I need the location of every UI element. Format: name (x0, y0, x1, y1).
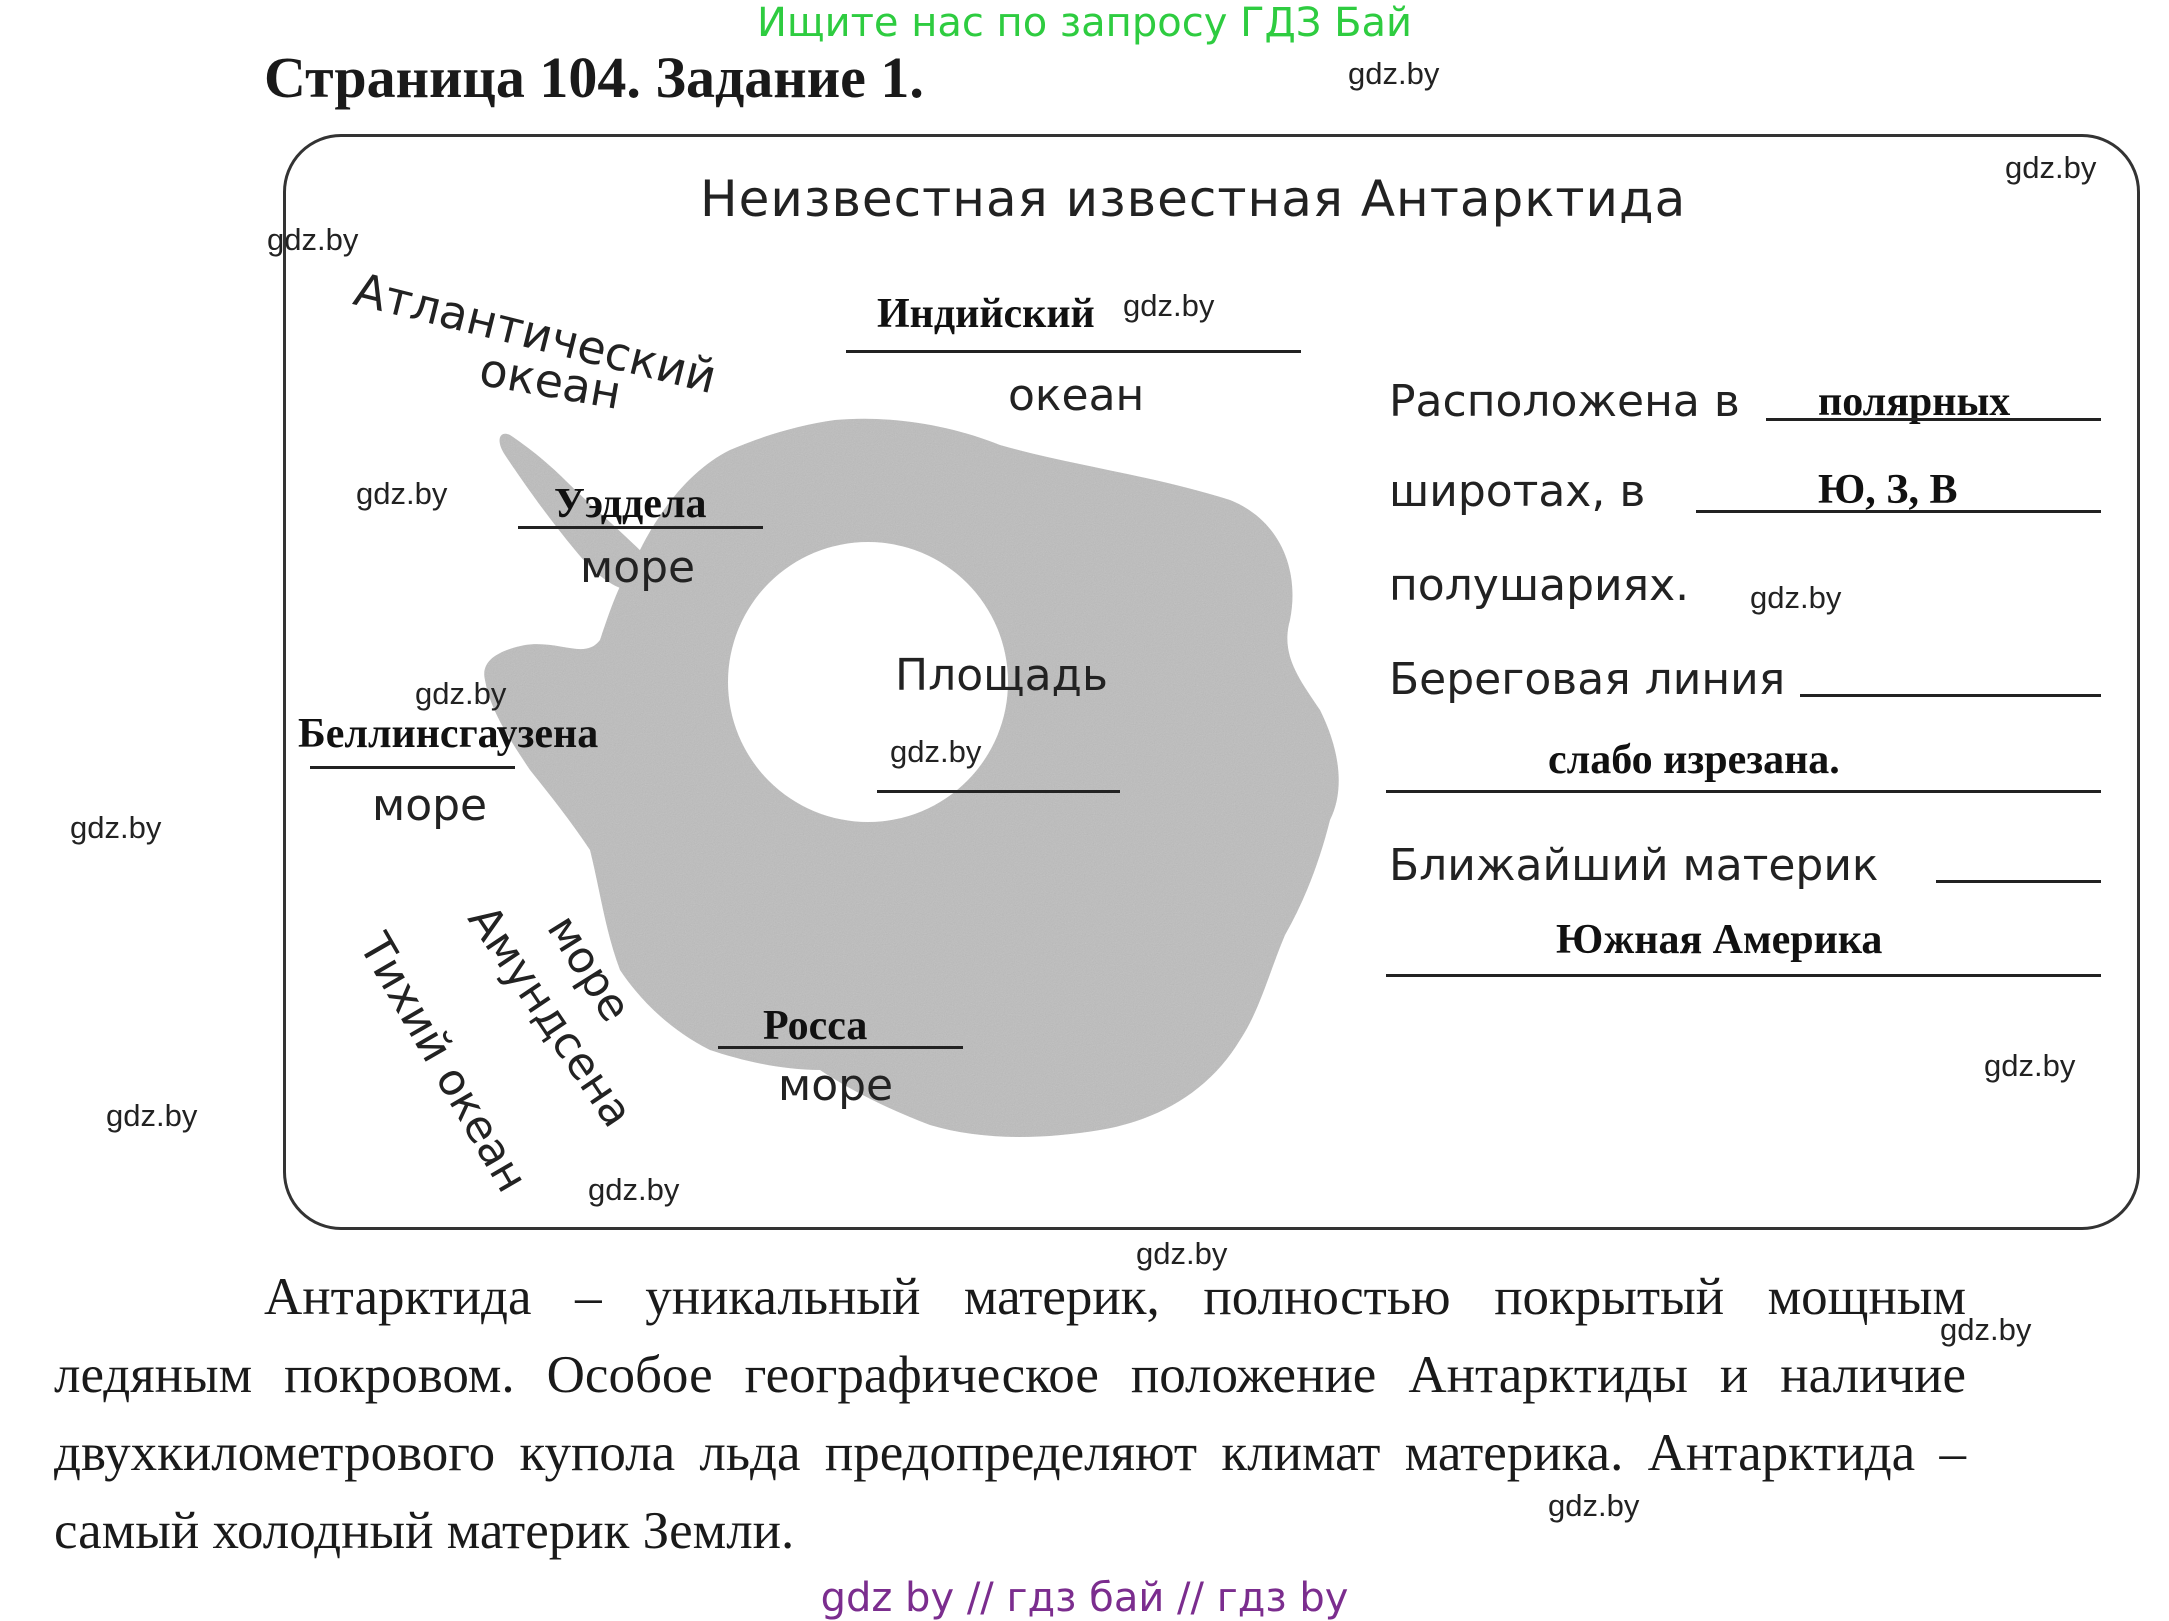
nearest-answer: Южная Америка (1556, 917, 1883, 963)
watermark: gdz.by (1940, 1312, 2032, 1347)
weddell-sea-answer: Уэддела (554, 481, 707, 527)
nearest-label: Ближайший материк (1389, 840, 1879, 891)
hemispheres-label: полушариях. (1389, 560, 1690, 611)
indian-ocean-word: океан (1008, 370, 1145, 421)
nearest-line-1 (1936, 880, 2101, 883)
bellingshausen-sea-word: море (372, 780, 488, 831)
ross-sea-word: море (778, 1060, 894, 1111)
latitudes-label: широтах, в (1389, 466, 1646, 517)
coast-line-2 (1386, 790, 2101, 793)
peninsula-shape (499, 433, 650, 591)
watermark: gdz.by (588, 1172, 680, 1207)
ross-sea-answer: Росса (763, 1003, 868, 1049)
weddell-sea-line (518, 526, 763, 529)
hemispheres-answer: Ю, З, В (1818, 467, 1958, 513)
hemispheres-line (1696, 510, 2101, 513)
coast-answer: слабо изрезана. (1548, 737, 1840, 783)
description-paragraph: Антарктида – уникальный материк, полност… (54, 1258, 1966, 1570)
watermark: gdz.by (415, 676, 507, 711)
description-text: Антарктида – уникальный материк, полност… (54, 1268, 1966, 1560)
coast-label: Береговая линия (1389, 654, 1786, 705)
watermark: gdz.by (1548, 1488, 1640, 1523)
watermark: gdz.by (70, 810, 162, 845)
watermark: gdz.by (1348, 56, 1440, 91)
indian-ocean-answer: Индийский (877, 291, 1095, 337)
watermark: gdz.by (267, 222, 359, 257)
weddell-sea-word: море (580, 542, 696, 593)
watermark: gdz.by (106, 1098, 198, 1133)
watermark: gdz.by (1123, 288, 1215, 323)
antarctica-map (484, 418, 1339, 1137)
card-title: Неизвестная известная Антарктида (700, 170, 1687, 228)
watermark: gdz.by (2005, 150, 2097, 185)
worksheet-card (283, 134, 2140, 1230)
bellingshausen-sea-line (310, 766, 515, 769)
nearest-line-2 (1386, 974, 2101, 977)
indian-ocean-line (846, 350, 1301, 353)
area-label: Площадь (895, 650, 1108, 701)
page-title: Страница 104. Задание 1. (264, 45, 924, 110)
ross-sea-line (718, 1046, 963, 1049)
coast-line-1 (1800, 694, 2101, 697)
area-circle (728, 542, 1008, 822)
watermark: gdz.by (1984, 1048, 2076, 1083)
bellingshausen-sea-answer: Беллинсгаузена (298, 711, 599, 757)
top-banner[interactable]: Ищите нас по запросу ГДЗ Бай (756, 0, 1413, 46)
watermark: gdz.by (1750, 580, 1842, 615)
watermark: gdz.by (356, 476, 448, 511)
located-label: Расположена в (1389, 376, 1740, 427)
located-line (1766, 418, 2101, 421)
watermark: gdz.by (890, 734, 982, 769)
footer-links[interactable]: gdz by // гдз бай // гдз by (820, 1575, 1349, 1621)
located-answer: полярных (1818, 379, 2011, 425)
watermark: gdz.by (1136, 1236, 1228, 1271)
area-answer-line (877, 790, 1120, 793)
